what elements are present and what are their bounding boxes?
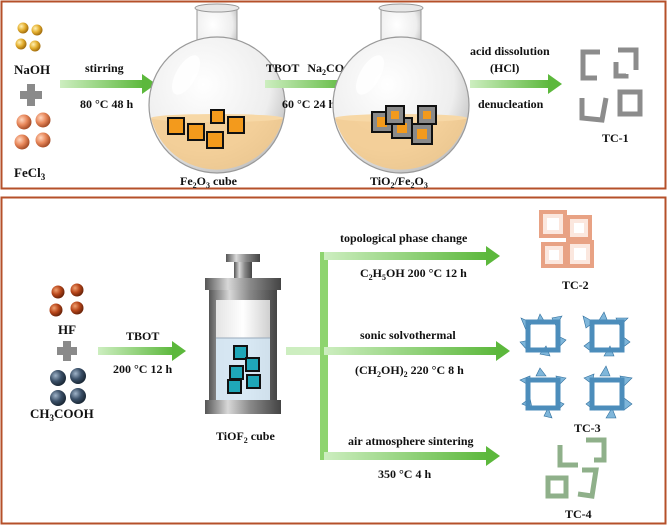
tbot-condition-top: TBOT (126, 329, 159, 343)
tbot-arrow (98, 341, 186, 361)
tc1-hollow-frames (579, 47, 643, 123)
tc4-hollow-frames (545, 437, 607, 499)
step1-condition-top: stirring (85, 61, 124, 75)
plus-icon-2 (57, 341, 77, 361)
flask1-label: Fe2O3 cube (180, 174, 238, 190)
naoh-spheres (15, 22, 43, 52)
branch2-condition-bottom: (CH2OH)2 220 °C 8 h (355, 363, 464, 379)
step1-arrow (60, 74, 156, 94)
product-tc2-label: TC-2 (562, 278, 589, 292)
flask2-label: TiO2/Fe2O3 (370, 174, 428, 190)
step2-condition-bottom: 60 °C 24 h (282, 97, 335, 111)
reactor-label: TiOF2 cube (216, 429, 275, 445)
branch3-condition-bottom: 350 °C 4 h (378, 467, 431, 481)
product-tc3-label: TC-3 (574, 421, 601, 435)
ch3cooh-spheres (50, 368, 86, 406)
reagent-hf-label: HF (58, 322, 76, 337)
fecl3-spheres (14, 112, 51, 150)
branch1-condition-top: topological phase change (340, 231, 468, 245)
bottom-panel-frame (0, 196, 667, 525)
branch1-condition-bottom: C2H5OH 200 °C 12 h (360, 266, 467, 282)
reagent-fecl3-label: FeCl3 (14, 165, 46, 182)
product-tc1-label: TC-1 (602, 131, 629, 145)
hf-spheres (49, 283, 84, 317)
step1-condition-bottom: 80 °C 48 h (80, 97, 133, 111)
top-panel-frame (0, 0, 667, 190)
step3-condition-mid: (HCl) (490, 61, 519, 75)
step3-arrow (470, 74, 562, 94)
product-tc4-label: TC-4 (565, 507, 592, 521)
autoclave-reactor (205, 254, 281, 414)
flask-fe2o3 (148, 3, 286, 174)
tbot-condition-bottom: 200 °C 12 h (113, 362, 172, 376)
flask-tio2-fe2o3 (332, 3, 470, 174)
reagent-ch3cooh-label: CH3COOH (30, 406, 94, 423)
tc3-spiky-frames (519, 311, 633, 419)
step2-condition-top: TBOTNa2CO3 (266, 61, 348, 77)
branch-arrows (286, 246, 510, 466)
branch3-condition-top: air atmosphere sintering (348, 434, 474, 448)
reagent-naoh-label: NaOH (14, 62, 50, 77)
branch2-condition-top: sonic solvothermal (360, 328, 456, 342)
step3-condition-bottom: denucleation (478, 97, 544, 111)
plus-icon (20, 84, 42, 106)
step3-condition-top: acid dissolution (470, 44, 550, 58)
